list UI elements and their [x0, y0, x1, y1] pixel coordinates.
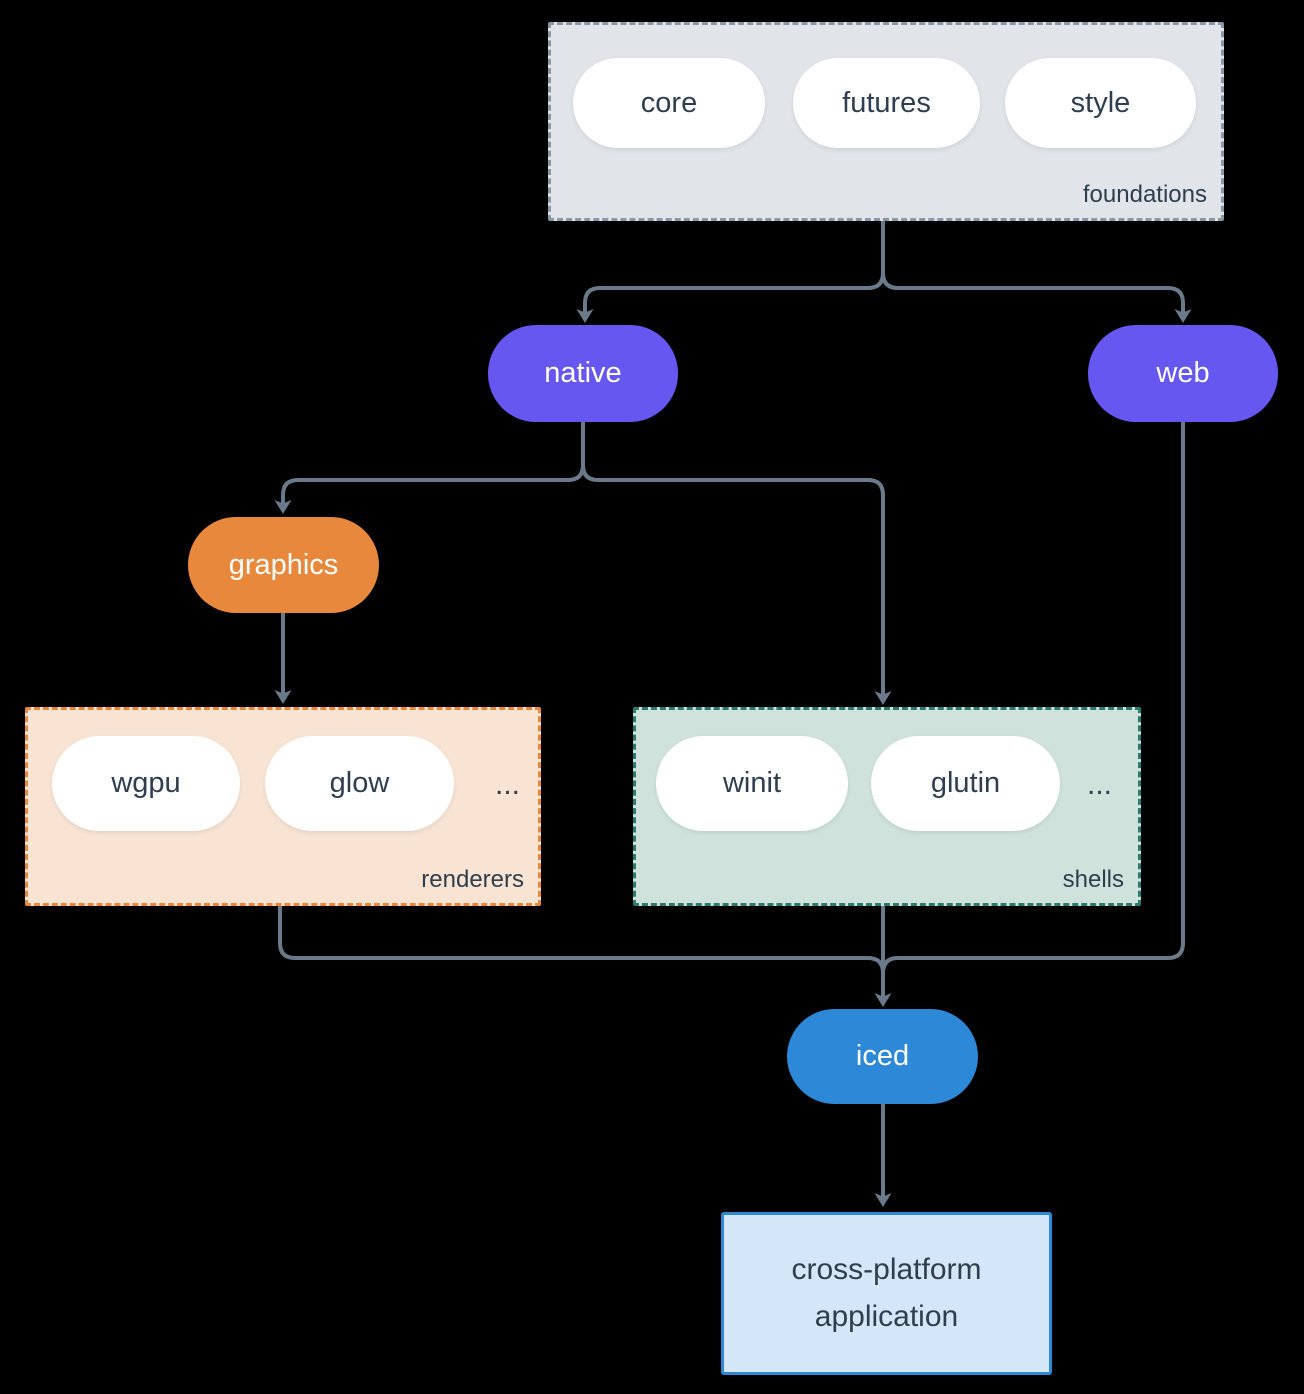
node-wgpu: wgpu [52, 736, 240, 831]
node-winit: winit [656, 736, 848, 831]
node-glow-label: glow [329, 767, 390, 799]
edge-native-graphics [281, 420, 585, 506]
edge-foundations-native [583, 213, 885, 315]
arrowhead-shells [874, 691, 892, 705]
arrowhead-renderers [274, 690, 292, 704]
node-graphics-label: graphics [228, 548, 339, 581]
node-futures-label: futures [842, 86, 931, 119]
node-winit-label: winit [722, 767, 781, 799]
node-glow: glow [265, 736, 454, 831]
node-core-label: core [640, 86, 698, 119]
node-style-label: style [1070, 86, 1131, 119]
foundations-group: core futures style foundations [548, 22, 1224, 221]
node-graphics: graphics [188, 517, 379, 613]
node-style: style [1005, 58, 1196, 148]
arrowhead-application [874, 1193, 892, 1207]
node-glutin: glutin [871, 736, 1060, 831]
node-web-label: web [1156, 357, 1210, 389]
edge-foundations-web [881, 213, 1185, 315]
node-iced-label: iced [855, 1040, 910, 1072]
renderers-ellipsis: ... [494, 768, 520, 801]
shells-ellipsis: ... [1086, 768, 1112, 801]
node-web: web [1088, 325, 1278, 422]
node-native: native [488, 325, 678, 422]
application-label-line1: cross-platform [791, 1253, 982, 1286]
node-core: core [573, 58, 765, 148]
edge-web-iced [881, 420, 1185, 999]
arrowhead-web [1174, 309, 1192, 323]
edge-renderers-iced [278, 898, 885, 999]
foundations-group-label: foundations [1082, 181, 1207, 208]
renderers-group: wgpu glow ... renderers [25, 707, 541, 906]
node-iced: iced [787, 1009, 978, 1104]
arrowhead-iced [874, 993, 892, 1007]
arrowhead-graphics [274, 500, 292, 514]
node-cross-platform-application: cross-platform application [721, 1212, 1052, 1375]
arrowhead-native [576, 309, 594, 323]
node-native-label: native [544, 357, 622, 389]
edge-native-shells [581, 420, 885, 697]
shells-group-label: shells [1062, 866, 1124, 893]
node-wgpu-label: wgpu [111, 767, 181, 799]
shells-group: winit glutin ... shells [633, 707, 1141, 906]
application-label-line2: application [814, 1299, 959, 1333]
renderers-group-label: renderers [421, 866, 524, 893]
node-glutin-label: glutin [930, 767, 1001, 799]
node-futures: futures [793, 58, 980, 148]
